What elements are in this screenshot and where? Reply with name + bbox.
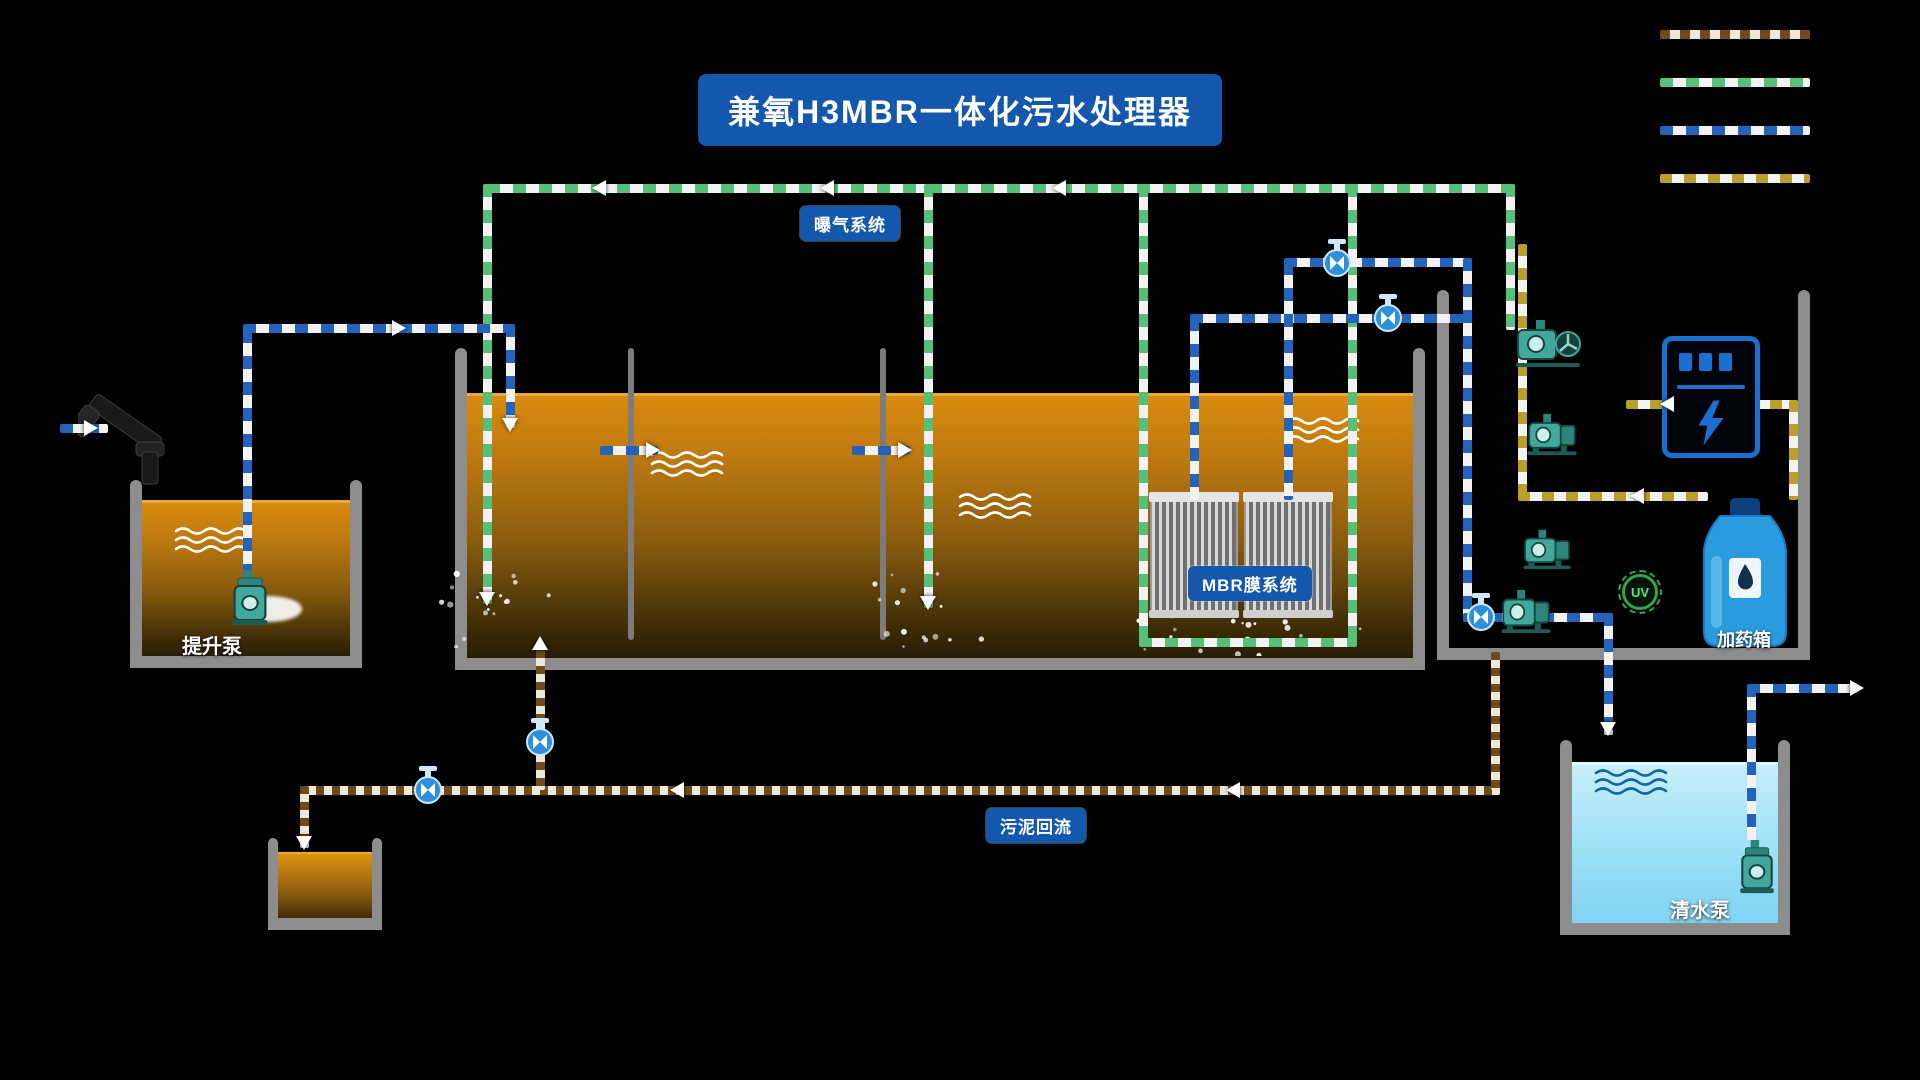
flow-arrow xyxy=(479,592,495,606)
page-title: 兼氧H3MBR一体化污水处理器 xyxy=(698,74,1222,146)
valve-icon xyxy=(1370,294,1406,334)
pipe-dosing-lower xyxy=(1518,492,1708,501)
pipe-outlet-riser xyxy=(1747,684,1756,840)
pipe-aeration-header xyxy=(487,184,1515,193)
pipe-sludge-to-sludge-tank xyxy=(300,786,309,848)
pipe-dosing-riser xyxy=(1518,244,1527,500)
control-cabinet xyxy=(1662,336,1760,458)
main-tank-right-wall xyxy=(1413,348,1425,670)
clean-tank-right-wall xyxy=(1778,740,1790,935)
dosing-pump-icon xyxy=(1524,412,1580,456)
pipe-aeration-mbr-bottom xyxy=(1139,638,1357,647)
legend-water-line xyxy=(1660,126,1810,135)
pipe-sludge-return xyxy=(300,786,1500,795)
flow-arrow xyxy=(592,180,606,196)
pipe-permeate-header-1 xyxy=(1190,314,1472,323)
clean-tank-left-wall xyxy=(1560,740,1572,935)
dosing-tank-jug xyxy=(1703,498,1787,647)
valve-icon xyxy=(410,766,446,806)
lift-pump-label: 提升泵 xyxy=(182,636,242,658)
valve-icon xyxy=(1319,239,1355,279)
sludge-return-badge: 污泥回流 xyxy=(986,808,1086,843)
pipe-clean-tank-drop xyxy=(1604,613,1613,735)
flow-arrow xyxy=(1600,722,1616,736)
uv-label: UV xyxy=(1630,584,1650,600)
flow-arrow xyxy=(670,782,684,798)
clean-pump-label: 清水泵 xyxy=(1670,900,1730,922)
enclosure-right-wall xyxy=(1798,290,1810,660)
sludge-tank-left-wall xyxy=(268,838,278,930)
tank-partition xyxy=(628,348,634,640)
tank-partition xyxy=(880,348,886,640)
flow-arrow xyxy=(1226,782,1240,798)
pipe-permeate-downcomer xyxy=(1463,258,1472,622)
pipe-section-flow-2 xyxy=(852,446,910,455)
flow-arrow xyxy=(392,320,406,336)
lift-tank-left-wall xyxy=(130,480,142,668)
pipe-permeate-riser-2 xyxy=(1284,262,1293,500)
lightning-bolt-icon xyxy=(1698,400,1724,446)
pipe-sludge-from-right xyxy=(1491,652,1500,790)
pipe-aeration-mbr-left xyxy=(1139,184,1148,644)
legend-aeration-line xyxy=(1660,78,1810,87)
legend-dosing-line xyxy=(1660,174,1810,183)
pipe-permeate-header-2 xyxy=(1284,258,1472,267)
lift-tank-bottom-wall xyxy=(130,656,362,668)
aeration-bubbles xyxy=(872,572,990,655)
lift-tank-right-wall xyxy=(350,480,362,668)
clean-tank-bottom-wall xyxy=(1560,923,1790,935)
flow-arrow xyxy=(646,442,660,458)
valve-icon xyxy=(1463,593,1499,633)
pipe-dosing-right xyxy=(1789,400,1798,500)
pipe-aeration-mbr-right xyxy=(1348,184,1357,644)
flow-arrow xyxy=(84,420,98,436)
water-surface-icon xyxy=(648,450,730,480)
cabinet-indicator-lights xyxy=(1679,353,1732,371)
blower-icon xyxy=(1512,318,1584,368)
transfer-pump-icon xyxy=(1498,588,1554,634)
main-tank-bottom-wall xyxy=(455,658,1425,670)
cabinet-divider xyxy=(1677,385,1745,389)
water-surface-icon xyxy=(1592,768,1674,798)
flow-arrow xyxy=(820,180,834,196)
recirculation-pump-icon xyxy=(1520,528,1574,570)
pipe-outlet xyxy=(1747,684,1858,693)
pipe-aeration-drop-2 xyxy=(924,184,933,608)
flow-arrow xyxy=(532,636,548,650)
clean-water-pump-icon xyxy=(1736,840,1778,896)
valve-icon xyxy=(522,718,558,758)
flow-arrow xyxy=(1052,180,1066,196)
water-surface-icon xyxy=(956,492,1038,522)
pipe-aeration-blower-riser xyxy=(1506,184,1515,330)
flow-arrow xyxy=(898,442,912,458)
mbr-system-badge: MBR膜系统 xyxy=(1188,566,1312,601)
pipe-feed-header xyxy=(243,324,515,333)
uv-sterilizer-icon: UV xyxy=(1618,570,1662,614)
main-tank-left-wall xyxy=(455,348,467,670)
pipe-feed-drop xyxy=(506,324,515,428)
sludge-tank-bottom-wall xyxy=(268,918,382,930)
pipe-section-flow-1 xyxy=(600,446,658,455)
flow-arrow xyxy=(1660,396,1674,412)
legend-sludge-line xyxy=(1660,30,1810,39)
flow-arrow xyxy=(920,596,936,610)
water-surface-icon xyxy=(172,526,254,556)
flow-arrow xyxy=(296,836,312,850)
pipe-permeate-riser-1 xyxy=(1190,318,1199,500)
flow-arrow xyxy=(1850,680,1864,696)
flow-arrow xyxy=(1630,488,1644,504)
pipe-aeration-drop-1 xyxy=(483,184,492,604)
pipe-lift-riser xyxy=(243,330,252,592)
water-surface-icon xyxy=(1284,416,1366,446)
flow-arrow xyxy=(502,418,518,432)
aeration-system-badge: 曝气系统 xyxy=(800,206,900,241)
sludge-tank-right-wall xyxy=(372,838,382,930)
aeration-bubbles xyxy=(436,570,554,653)
lift-pump-icon xyxy=(228,570,272,628)
dosing-tank-label: 加药箱 xyxy=(1717,630,1771,650)
enclosure-bottom-wall xyxy=(1437,648,1810,660)
sludge-tank-water xyxy=(278,852,372,920)
enclosure-left-wall xyxy=(1437,290,1449,660)
